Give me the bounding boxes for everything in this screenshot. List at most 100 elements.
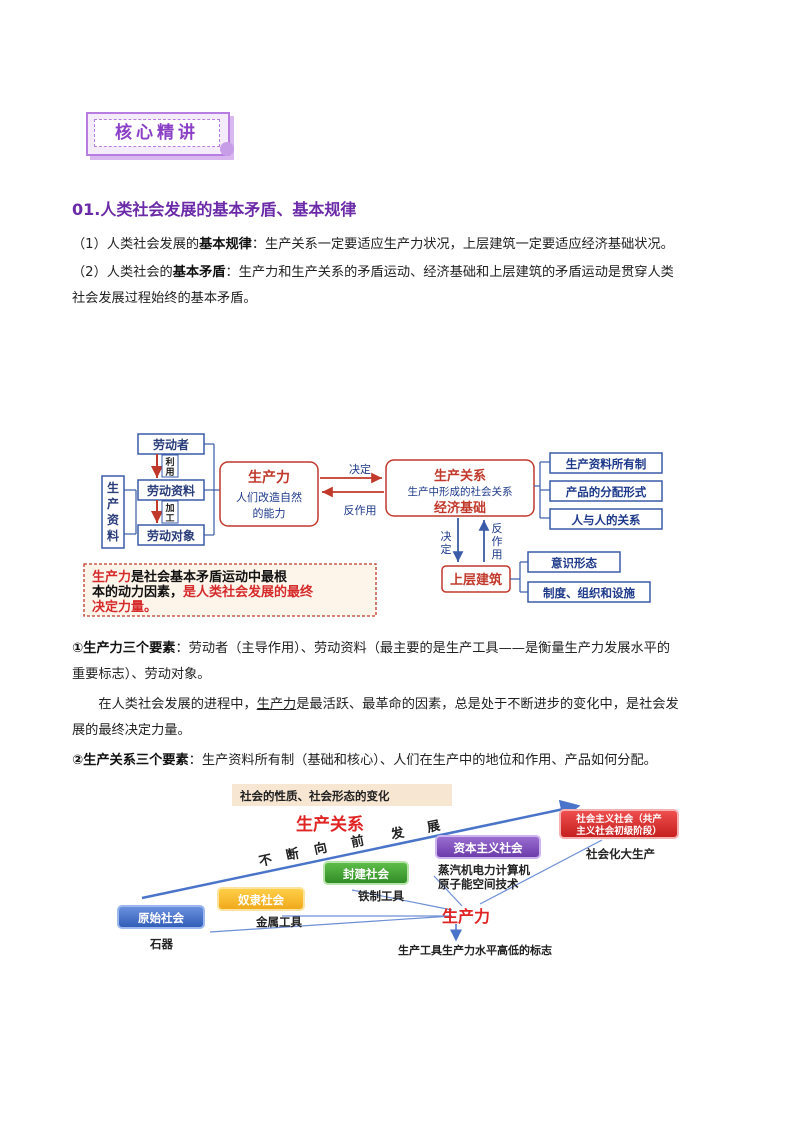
paragraph-basic-contradiction: （2）人类社会的基本矛盾：生产力和生产关系的矛盾运动、经济基础和上层建筑的矛盾运… — [72, 260, 732, 312]
socialist-society — [559, 809, 679, 839]
paragraph-productive-elements: ①生产力三个要素：劳动者（主导作用）、劳动资料（最主要的是生产工具——是衡量生产… — [72, 636, 732, 688]
decide-v-1: 定 — [441, 542, 452, 556]
p1-rest: ：生产关系一定要适应生产力状况，上层建筑一定要适应经济基础状况。 — [251, 237, 674, 252]
progress-4: 发 — [389, 824, 407, 843]
instrument-label: 劳动资料 — [147, 483, 195, 498]
paragraph-basic-law: （1）人类社会发展的基本规律：生产关系一定要适应生产力状况，上层建筑一定要适应经… — [72, 232, 732, 258]
progress-5: 展 — [426, 818, 443, 836]
society-1: 奴隶社会 — [237, 893, 284, 907]
relations-label: 生产关系 — [434, 468, 486, 484]
note-line-3: 决定力量。 — [92, 599, 157, 615]
tool-1: 金属工具 — [255, 915, 302, 929]
pf-desc-0: 人们改造自然 — [236, 490, 302, 504]
super-item-0: 意识形态 — [551, 556, 597, 570]
capitalist-society — [435, 835, 541, 859]
ideology-box — [527, 551, 621, 573]
use-char-1: 用 — [164, 467, 174, 478]
slave-society — [217, 887, 305, 911]
super-item-1: 制度、组织和设施 — [543, 586, 635, 600]
indicator-label: 生产工具生产力水平高低的标志 — [398, 943, 552, 957]
banner-dot-icon — [220, 142, 234, 156]
means-char-3: 料 — [107, 528, 119, 543]
banner-title: 核心精讲 — [94, 119, 220, 147]
p5-bold: ②生产关系三个要素 — [72, 753, 189, 768]
rel-item-1: 产品的分配形式 — [566, 485, 647, 499]
productive-forces-diagram: 生 产 资 料 劳动者 劳动资料 劳动对象 利 用 加 工 生产力 人们改造自然… — [83, 433, 663, 617]
p2-rest: ：生产力和生产关系的矛盾运动、经济基础和上层建筑的矛盾运动是贯穿人类 — [225, 265, 674, 280]
socialism-0: 社会主义社会（共产 — [575, 813, 662, 825]
progress-0: 不 — [258, 853, 274, 870]
p2-prefix: （2）人类社会的 — [72, 265, 173, 280]
relations-desc: 生产中形成的社会关系 — [408, 485, 513, 498]
banner-frame: 核心精讲 — [86, 112, 230, 156]
tool-2: 铁制工具 — [358, 889, 404, 903]
note-line-2: 本的动力因素，是人类社会发展的最终 — [92, 584, 314, 600]
means-of-production-box — [101, 475, 125, 549]
p3-rest: ：劳动者（主导作用）、劳动资料（最主要的是生产工具——是衡量生产力发展水平的 — [175, 641, 671, 656]
productive-force-label: 生产力 — [248, 469, 290, 486]
p2-line2: 社会发展过程始终的基本矛盾。 — [72, 291, 257, 306]
paragraph-most-active: 在人类社会发展的进程中，生产力是最活跃、最革命的因素，总是处于不断进步的变化中，… — [72, 692, 732, 718]
progress-1: 断 — [285, 846, 301, 864]
top-label: 社会的性质、社会形态的变化 — [239, 789, 390, 803]
use-char-0: 利 — [164, 456, 174, 468]
section-title: 01.人类社会发展的基本矛盾、基本规律 — [72, 200, 357, 219]
note-black-2: 本的动力因素， — [92, 584, 183, 600]
process-char-1: 工 — [165, 513, 174, 524]
progress-2: 向 — [313, 840, 329, 858]
productive-force-box — [219, 461, 319, 527]
react-label: 反作用 — [344, 504, 377, 517]
pf-desc-1: 的能力 — [253, 506, 286, 520]
react-v-2: 用 — [492, 548, 503, 561]
socialism-1: 主义社会初级阶段） — [576, 825, 662, 837]
note-box — [83, 563, 377, 617]
relations-label-2: 生产关系 — [296, 814, 364, 835]
production-relations-box — [385, 459, 535, 517]
means-char-1: 产 — [107, 496, 119, 511]
rel-item-0: 生产资料所有制 — [566, 457, 647, 471]
top-label-box — [232, 784, 452, 806]
p4-b: 是最活跃、最革命的因素，总是处于不断进步的变化中，是社会发 — [296, 697, 679, 712]
feudal-society — [323, 861, 409, 885]
primitive-society — [117, 905, 205, 929]
human-relations-box — [549, 508, 663, 530]
p1-prefix: （1）人类社会发展的 — [72, 237, 200, 252]
section-banner: 核心精讲 — [86, 112, 234, 156]
process-char-0: 加 — [164, 502, 174, 514]
progress-3: 前 — [350, 833, 366, 851]
distribution-box — [549, 480, 663, 502]
productive-force-label-2: 生产力 — [442, 907, 490, 926]
superstructure-label: 上层建筑 — [450, 572, 502, 588]
economic-base-label: 经济基础 — [434, 500, 486, 516]
p3-bold: ①生产力三个要素 — [72, 641, 176, 656]
means-char-0: 生 — [107, 480, 119, 495]
p2-bold: 基本矛盾 — [172, 265, 226, 280]
society-3: 资本主义社会 — [454, 841, 523, 855]
note-line-1: 生产力是社会基本矛盾运动中最根 — [92, 569, 288, 585]
society-2: 封建社会 — [343, 867, 389, 881]
decide-v-0: 决 — [441, 530, 452, 543]
rel-item-2: 人与人的关系 — [572, 513, 641, 527]
means-char-2: 资 — [107, 512, 119, 527]
social-development-diagram: 社会的性质、社会形态的变化 生产关系 不 断 向 前 发 展 原始社会 奴隶社会… — [117, 784, 679, 957]
tool-modern-0: 蒸汽机电力计算机 — [438, 863, 530, 877]
big-production: 社会化大生产 — [585, 847, 655, 861]
p3-line2: 重要标志）、劳动对象。 — [72, 667, 211, 682]
paragraph-relations-elements: ②生产关系三个要素：生产资料所有制（基础和核心）、人们在生产中的地位和作用、产品… — [72, 748, 732, 774]
object-label: 劳动对象 — [147, 528, 195, 543]
p5-rest: ：生产资料所有制（基础和核心）、人们在生产中的地位和作用、产品如何分配。 — [188, 753, 657, 768]
note-red-1: 生产力 — [92, 569, 131, 585]
note-red-2: 是人类社会发展的最终 — [182, 584, 314, 600]
society-0: 原始社会 — [138, 911, 184, 925]
ownership-box — [549, 452, 663, 474]
paragraph-most-active-line2: 展的最终决定力量。 — [72, 723, 191, 738]
tool-0: 石器 — [149, 937, 173, 951]
p4-a: 在人类社会发展的进程中， — [98, 697, 257, 712]
laborer-label: 劳动者 — [153, 437, 189, 452]
institutions-box — [527, 581, 651, 603]
react-v-0: 反 — [492, 522, 503, 535]
decide-label: 决定 — [349, 462, 371, 476]
react-v-1: 作 — [492, 535, 503, 548]
tool-modern-1: 原子能空间技术 — [438, 877, 519, 891]
p4-underlined: 生产力 — [256, 697, 297, 712]
